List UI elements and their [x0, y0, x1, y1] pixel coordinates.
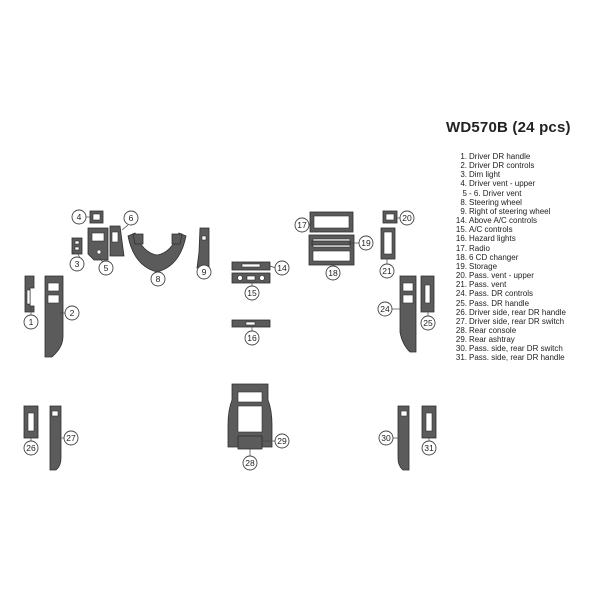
callout-1: 1 [23, 314, 39, 330]
legend-item: 18.6 CD changer [455, 252, 519, 262]
part-5-driver-vent [87, 227, 109, 261]
part-20-pass-vent-upper [382, 210, 398, 224]
svg-text:26: 26 [26, 443, 36, 453]
svg-text:24: 24 [380, 304, 390, 314]
legend-item: 28.Rear console [455, 325, 517, 335]
part-9-right-of-steering-wheel [196, 227, 210, 269]
callout-24: 24 [377, 301, 393, 317]
svg-text:25: 25 [423, 318, 433, 328]
part-17-radio [309, 211, 354, 233]
callout-26: 26 [23, 440, 39, 456]
callout-30: 30 [378, 430, 394, 446]
callout-17: 17 [294, 217, 310, 233]
part-31-pass-side-rear-dr-handle [421, 405, 437, 439]
svg-text:14: 14 [277, 263, 287, 273]
callout-25: 25 [420, 315, 436, 331]
svg-text:21: 21 [382, 266, 392, 276]
legend-item: 25.Pass. DR handle [455, 298, 530, 308]
legend-item: 1.Driver DR handle [460, 152, 531, 161]
part-30-pass-side-rear-dr-switch [397, 405, 410, 471]
svg-text:27: 27 [66, 433, 76, 443]
part-28-rear-console [227, 383, 273, 448]
legend-item: 26.Driver side, rear DR handle [455, 307, 566, 317]
part-18-6-cd-changer [308, 234, 355, 266]
svg-text:16: 16 [247, 333, 257, 343]
legend-item: 21.Pass. vent [455, 280, 507, 290]
part-29-rear-ashtray [237, 435, 263, 450]
legend-item: 20.Pass. vent - upper [455, 271, 534, 281]
legend-item: 16.Hazard lights [455, 234, 516, 244]
svg-text:1: 1 [29, 317, 34, 327]
legend-item: 24.Pass. DR controls [455, 289, 534, 299]
part-14-above-ac-controls [231, 261, 271, 271]
part-16-hazard-lights [231, 319, 271, 328]
part-3-dim-light [71, 237, 83, 255]
svg-text:6: 6 [129, 213, 134, 223]
part-21-pass-vent [380, 227, 396, 260]
legend-item: 29.Rear ashtray [455, 335, 515, 345]
callout-2: 2 [64, 305, 80, 321]
legend-item: 8.Steering wheel [460, 197, 522, 207]
legend-item: 3.Dim light [460, 170, 501, 180]
legend-item: 15.A/C controls [455, 225, 513, 235]
legend-item: 30.Pass. side, rear DR switch [455, 344, 563, 354]
svg-text:5: 5 [104, 263, 109, 273]
callout-16: 16 [244, 330, 260, 346]
legend-item: 31.Pass. side, rear DR handle [455, 353, 565, 363]
legend-item: 9.Right of steering wheel [460, 206, 551, 216]
part-24-pass-dr-controls [399, 275, 417, 353]
svg-text:28: 28 [245, 458, 255, 468]
part-6-driver-vent [109, 225, 125, 257]
part-8-steering-wheel [127, 232, 187, 273]
svg-text:9: 9 [202, 267, 207, 277]
callout-18: 18 [325, 265, 341, 281]
callout-8: 8 [150, 271, 166, 287]
part-15-ac-controls [231, 272, 271, 284]
part-2-driver-dr-controls [44, 275, 64, 358]
part-19-storage [311, 240, 351, 246]
svg-text:19: 19 [361, 238, 371, 248]
callout-6: 6 [123, 210, 139, 226]
svg-text:15: 15 [247, 288, 257, 298]
callout-21: 21 [379, 263, 395, 279]
callout-29: 29 [274, 433, 290, 449]
callout-3: 3 [69, 256, 85, 272]
legend-item: 14.Above A/C controls [455, 216, 538, 226]
legend-item: 2.Driver DR controls [460, 161, 535, 171]
part-4-driver-vent-upper [89, 210, 104, 224]
callout-15: 15 [244, 285, 260, 301]
svg-text:8: 8 [156, 274, 161, 284]
svg-text:30: 30 [381, 433, 391, 443]
svg-text:20: 20 [402, 213, 412, 223]
kit-title: WD570B (24 pcs) [446, 119, 571, 136]
legend-item: 4.Driver vent - upper [460, 179, 536, 189]
svg-text:3: 3 [75, 259, 80, 269]
svg-text:2: 2 [70, 308, 75, 318]
svg-text:29: 29 [277, 436, 287, 446]
callout-4: 4 [71, 209, 87, 225]
part-25-pass-dr-handle [420, 275, 435, 313]
callout-28: 28 [242, 455, 258, 471]
callout-20: 20 [399, 210, 415, 226]
part-1-driver-dr-handle [24, 275, 35, 313]
part-26-driver-side-rear-dr-handle [23, 405, 39, 439]
svg-text:31: 31 [424, 443, 434, 453]
legend-item: 27.Driver side, rear DR switch [455, 316, 565, 326]
svg-text:17: 17 [297, 220, 307, 230]
legend-item: 17.Radio [455, 243, 490, 253]
legend-item: 19.Storage [455, 261, 498, 271]
callout-5: 5 [98, 260, 114, 276]
svg-text:18: 18 [328, 268, 338, 278]
parts-legend: 1.Driver DR handle 2.Driver DR controls … [450, 152, 566, 363]
callout-27: 27 [63, 430, 79, 446]
callout-9: 9 [196, 264, 212, 280]
legend-item: 5- 6. Driver vent [462, 188, 522, 198]
callout-14: 14 [274, 260, 290, 276]
svg-text:4: 4 [77, 212, 82, 222]
part-27-driver-side-rear-dr-switch [49, 405, 62, 471]
callout-19: 19 [358, 235, 374, 251]
callout-31: 31 [421, 440, 437, 456]
